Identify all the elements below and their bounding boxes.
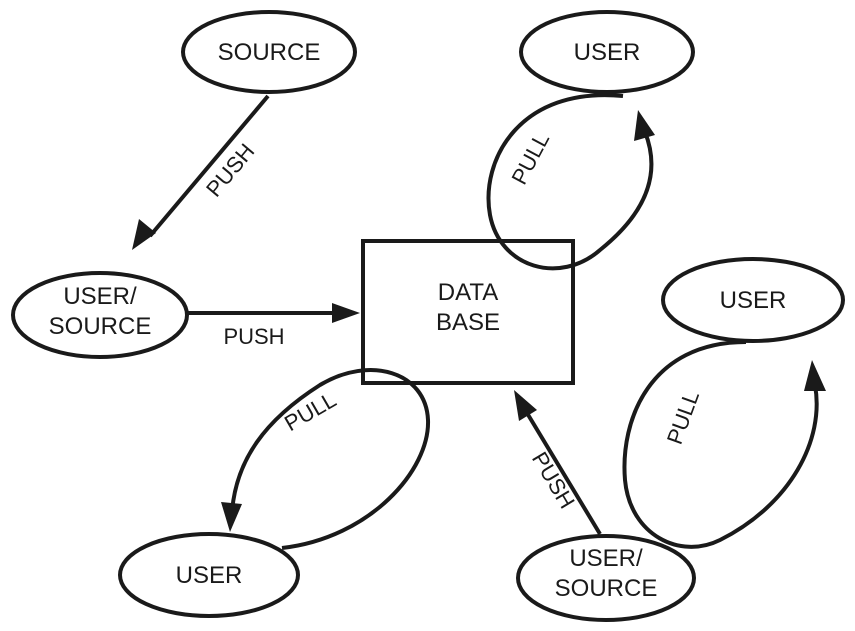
node-user-source-left-label-line-1: USER/ bbox=[63, 283, 137, 310]
node-user-bottom-left-label: USER bbox=[176, 562, 243, 589]
node-database-label-line-2: BASE bbox=[436, 309, 500, 336]
edge-push-user-source-bottom-to-database: PUSH bbox=[514, 390, 602, 536]
edge-pull-user-source-bottom-to-user-right: PULL bbox=[622, 340, 826, 549]
node-user-source-bottom-shape bbox=[516, 534, 696, 622]
edge-push-source-to-user-source: PUSH bbox=[132, 94, 270, 250]
edge-push-user-source-bottom-to-database-line bbox=[522, 406, 602, 536]
node-user-bottom-left: USER bbox=[118, 532, 300, 618]
node-source-top-shape bbox=[181, 10, 357, 94]
edge-push-source-to-user-source-line bbox=[148, 94, 270, 238]
edge-pull-database-to-user-bottom-curve bbox=[230, 368, 431, 550]
node-user-bottom-left-shape bbox=[118, 532, 300, 618]
edge-pull-database-to-user-bottom-label: PULL bbox=[280, 387, 340, 436]
node-database: DATA BASE bbox=[361, 239, 575, 385]
node-user-source-left: USER/ SOURCE bbox=[11, 271, 189, 359]
node-source-top-label: SOURCE bbox=[218, 39, 321, 66]
edge-push-user-source-to-database-arrowhead bbox=[332, 303, 360, 323]
node-user-top-right: USER bbox=[519, 10, 695, 94]
edge-pull-database-to-user-top-arrowhead bbox=[634, 110, 655, 141]
edge-pull-database-to-user-bottom-arrowhead bbox=[221, 502, 242, 532]
edge-push-user-source-bottom-to-database-label: PUSH bbox=[527, 448, 580, 513]
edge-push-user-source-bottom-to-database-arrowhead bbox=[514, 390, 537, 421]
edge-push-source-to-user-source-arrowhead bbox=[132, 219, 156, 250]
node-user-source-bottom-label-line-1: USER/ bbox=[569, 545, 643, 572]
edge-push-user-source-to-database-label: PUSH bbox=[223, 324, 284, 349]
node-source-top: SOURCE bbox=[181, 10, 357, 94]
node-user-top-right-shape bbox=[519, 10, 695, 94]
node-database-shape bbox=[361, 239, 575, 385]
node-user-source-bottom: USER/ SOURCE bbox=[516, 534, 696, 622]
node-user-top-right-label: USER bbox=[574, 39, 641, 66]
edge-pull-database-to-user-bottom: PULL bbox=[221, 368, 431, 550]
edge-pull-database-to-user-top-label: PULL bbox=[506, 128, 554, 188]
edge-pull-database-to-user-top-curve bbox=[486, 93, 654, 271]
edge-push-user-source-to-database: PUSH bbox=[188, 303, 360, 349]
node-user-source-bottom-label-line-2: SOURCE bbox=[555, 575, 658, 602]
edge-pull-user-source-bottom-to-user-right-curve bbox=[622, 340, 819, 549]
node-user-source-left-label-line-2: SOURCE bbox=[49, 313, 152, 340]
edge-push-source-to-user-source-label: PUSH bbox=[201, 139, 259, 202]
node-user-right-shape bbox=[661, 257, 845, 343]
node-user-right: USER bbox=[661, 257, 845, 343]
node-user-source-left-shape bbox=[11, 271, 189, 359]
node-database-label-line-1: DATA bbox=[438, 279, 498, 306]
node-user-right-label: USER bbox=[720, 287, 787, 314]
edge-pull-user-source-bottom-to-user-right-arrowhead bbox=[804, 360, 826, 391]
edge-pull-user-source-bottom-to-user-right-label: PULL bbox=[662, 387, 704, 447]
